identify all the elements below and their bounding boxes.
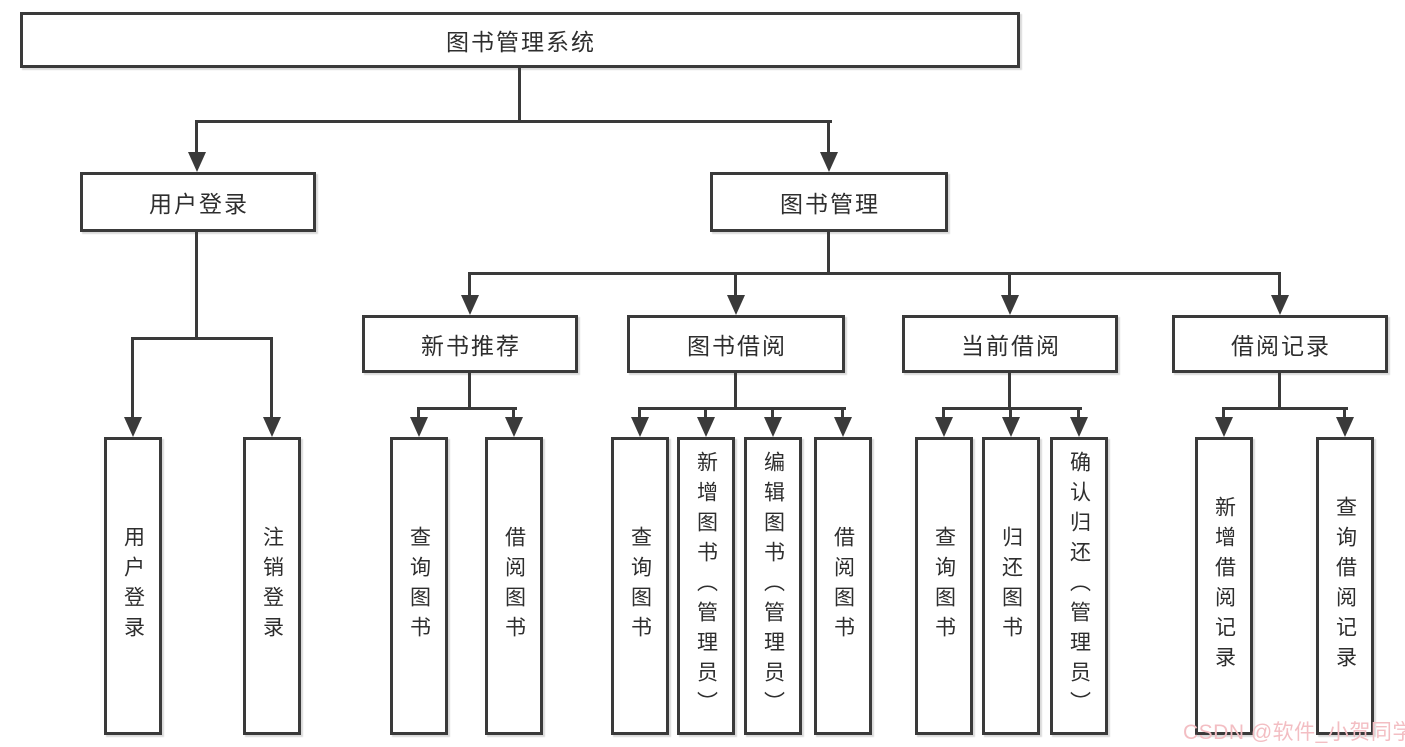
node-confirm-return-admin: 确认归还（管理员） <box>1050 437 1108 735</box>
connector-line <box>827 120 830 154</box>
node-book-borrow: 图书借阅 <box>627 315 845 373</box>
connector-line <box>270 337 273 419</box>
connector-line <box>131 337 273 340</box>
connector-line <box>1278 373 1281 408</box>
arrow-down-icon <box>1336 417 1354 437</box>
connector-line <box>841 407 844 419</box>
node-root-system: 图书管理系统 <box>20 12 1020 68</box>
node-query-books: 查询图书 <box>390 437 448 735</box>
connector-line <box>1009 407 1012 419</box>
connector-line <box>771 407 774 419</box>
arrow-down-icon <box>820 152 838 172</box>
connector-line <box>468 373 471 408</box>
connector-line <box>1008 272 1011 297</box>
connector-line <box>468 272 1281 275</box>
node-borrow-books: 借阅图书 <box>814 437 872 735</box>
node-new-book-recommend: 新书推荐 <box>362 315 578 373</box>
node-add-books-admin: 新增图书（管理员） <box>677 437 735 735</box>
node-user-login-leaf: 用户登录 <box>104 437 162 735</box>
arrow-down-icon <box>1002 417 1020 437</box>
connector-line <box>1077 407 1080 419</box>
connector-line <box>734 373 737 408</box>
arrow-down-icon <box>461 295 479 315</box>
connector-line <box>195 120 832 123</box>
connector-line <box>512 407 515 419</box>
connector-line <box>638 407 641 419</box>
connector-line <box>417 407 420 419</box>
connector-line <box>1278 272 1281 297</box>
arrow-down-icon <box>124 417 142 437</box>
connector-line <box>417 407 517 410</box>
connector-line <box>195 232 198 338</box>
arrow-down-icon <box>764 417 782 437</box>
arrow-down-icon <box>697 417 715 437</box>
connector-line <box>518 68 521 121</box>
node-current-borrow: 当前借阅 <box>902 315 1118 373</box>
node-user-login: 用户登录 <box>80 172 316 232</box>
connector-line <box>1008 373 1011 408</box>
connector-line <box>195 120 198 154</box>
arrow-down-icon <box>1215 417 1233 437</box>
arrow-down-icon <box>410 417 428 437</box>
connector-line <box>942 407 945 419</box>
node-query-borrow-record: 查询借阅记录 <box>1316 437 1374 735</box>
csdn-watermark: CSDN @软件_小贺同学 <box>1183 721 1405 744</box>
arrow-down-icon <box>834 417 852 437</box>
node-query-books: 查询图书 <box>611 437 669 735</box>
connector-line <box>704 407 707 419</box>
connector-line <box>1222 407 1225 419</box>
node-return-books: 归还图书 <box>982 437 1040 735</box>
node-book-management: 图书管理 <box>710 172 948 232</box>
connector-line <box>734 272 737 297</box>
arrow-down-icon <box>935 417 953 437</box>
connector-line <box>468 272 471 297</box>
connector-line <box>942 407 1082 410</box>
connector-line <box>1222 407 1348 410</box>
node-query-books: 查询图书 <box>915 437 973 735</box>
arrow-down-icon <box>1070 417 1088 437</box>
arrow-down-icon <box>1001 295 1019 315</box>
arrow-down-icon <box>263 417 281 437</box>
arrow-down-icon <box>727 295 745 315</box>
connector-line <box>827 232 830 273</box>
arrow-down-icon <box>188 152 206 172</box>
arrow-down-icon <box>505 417 523 437</box>
node-logout: 注销登录 <box>243 437 301 735</box>
node-add-borrow-record: 新增借阅记录 <box>1195 437 1253 735</box>
connector-line <box>131 337 134 419</box>
connector-line <box>1343 407 1346 419</box>
connector-line <box>638 407 846 410</box>
node-edit-books-admin: 编辑图书（管理员） <box>744 437 802 735</box>
node-borrow-books: 借阅图书 <box>485 437 543 735</box>
arrow-down-icon <box>1271 295 1289 315</box>
arrow-down-icon <box>631 417 649 437</box>
node-borrow-records: 借阅记录 <box>1172 315 1388 373</box>
